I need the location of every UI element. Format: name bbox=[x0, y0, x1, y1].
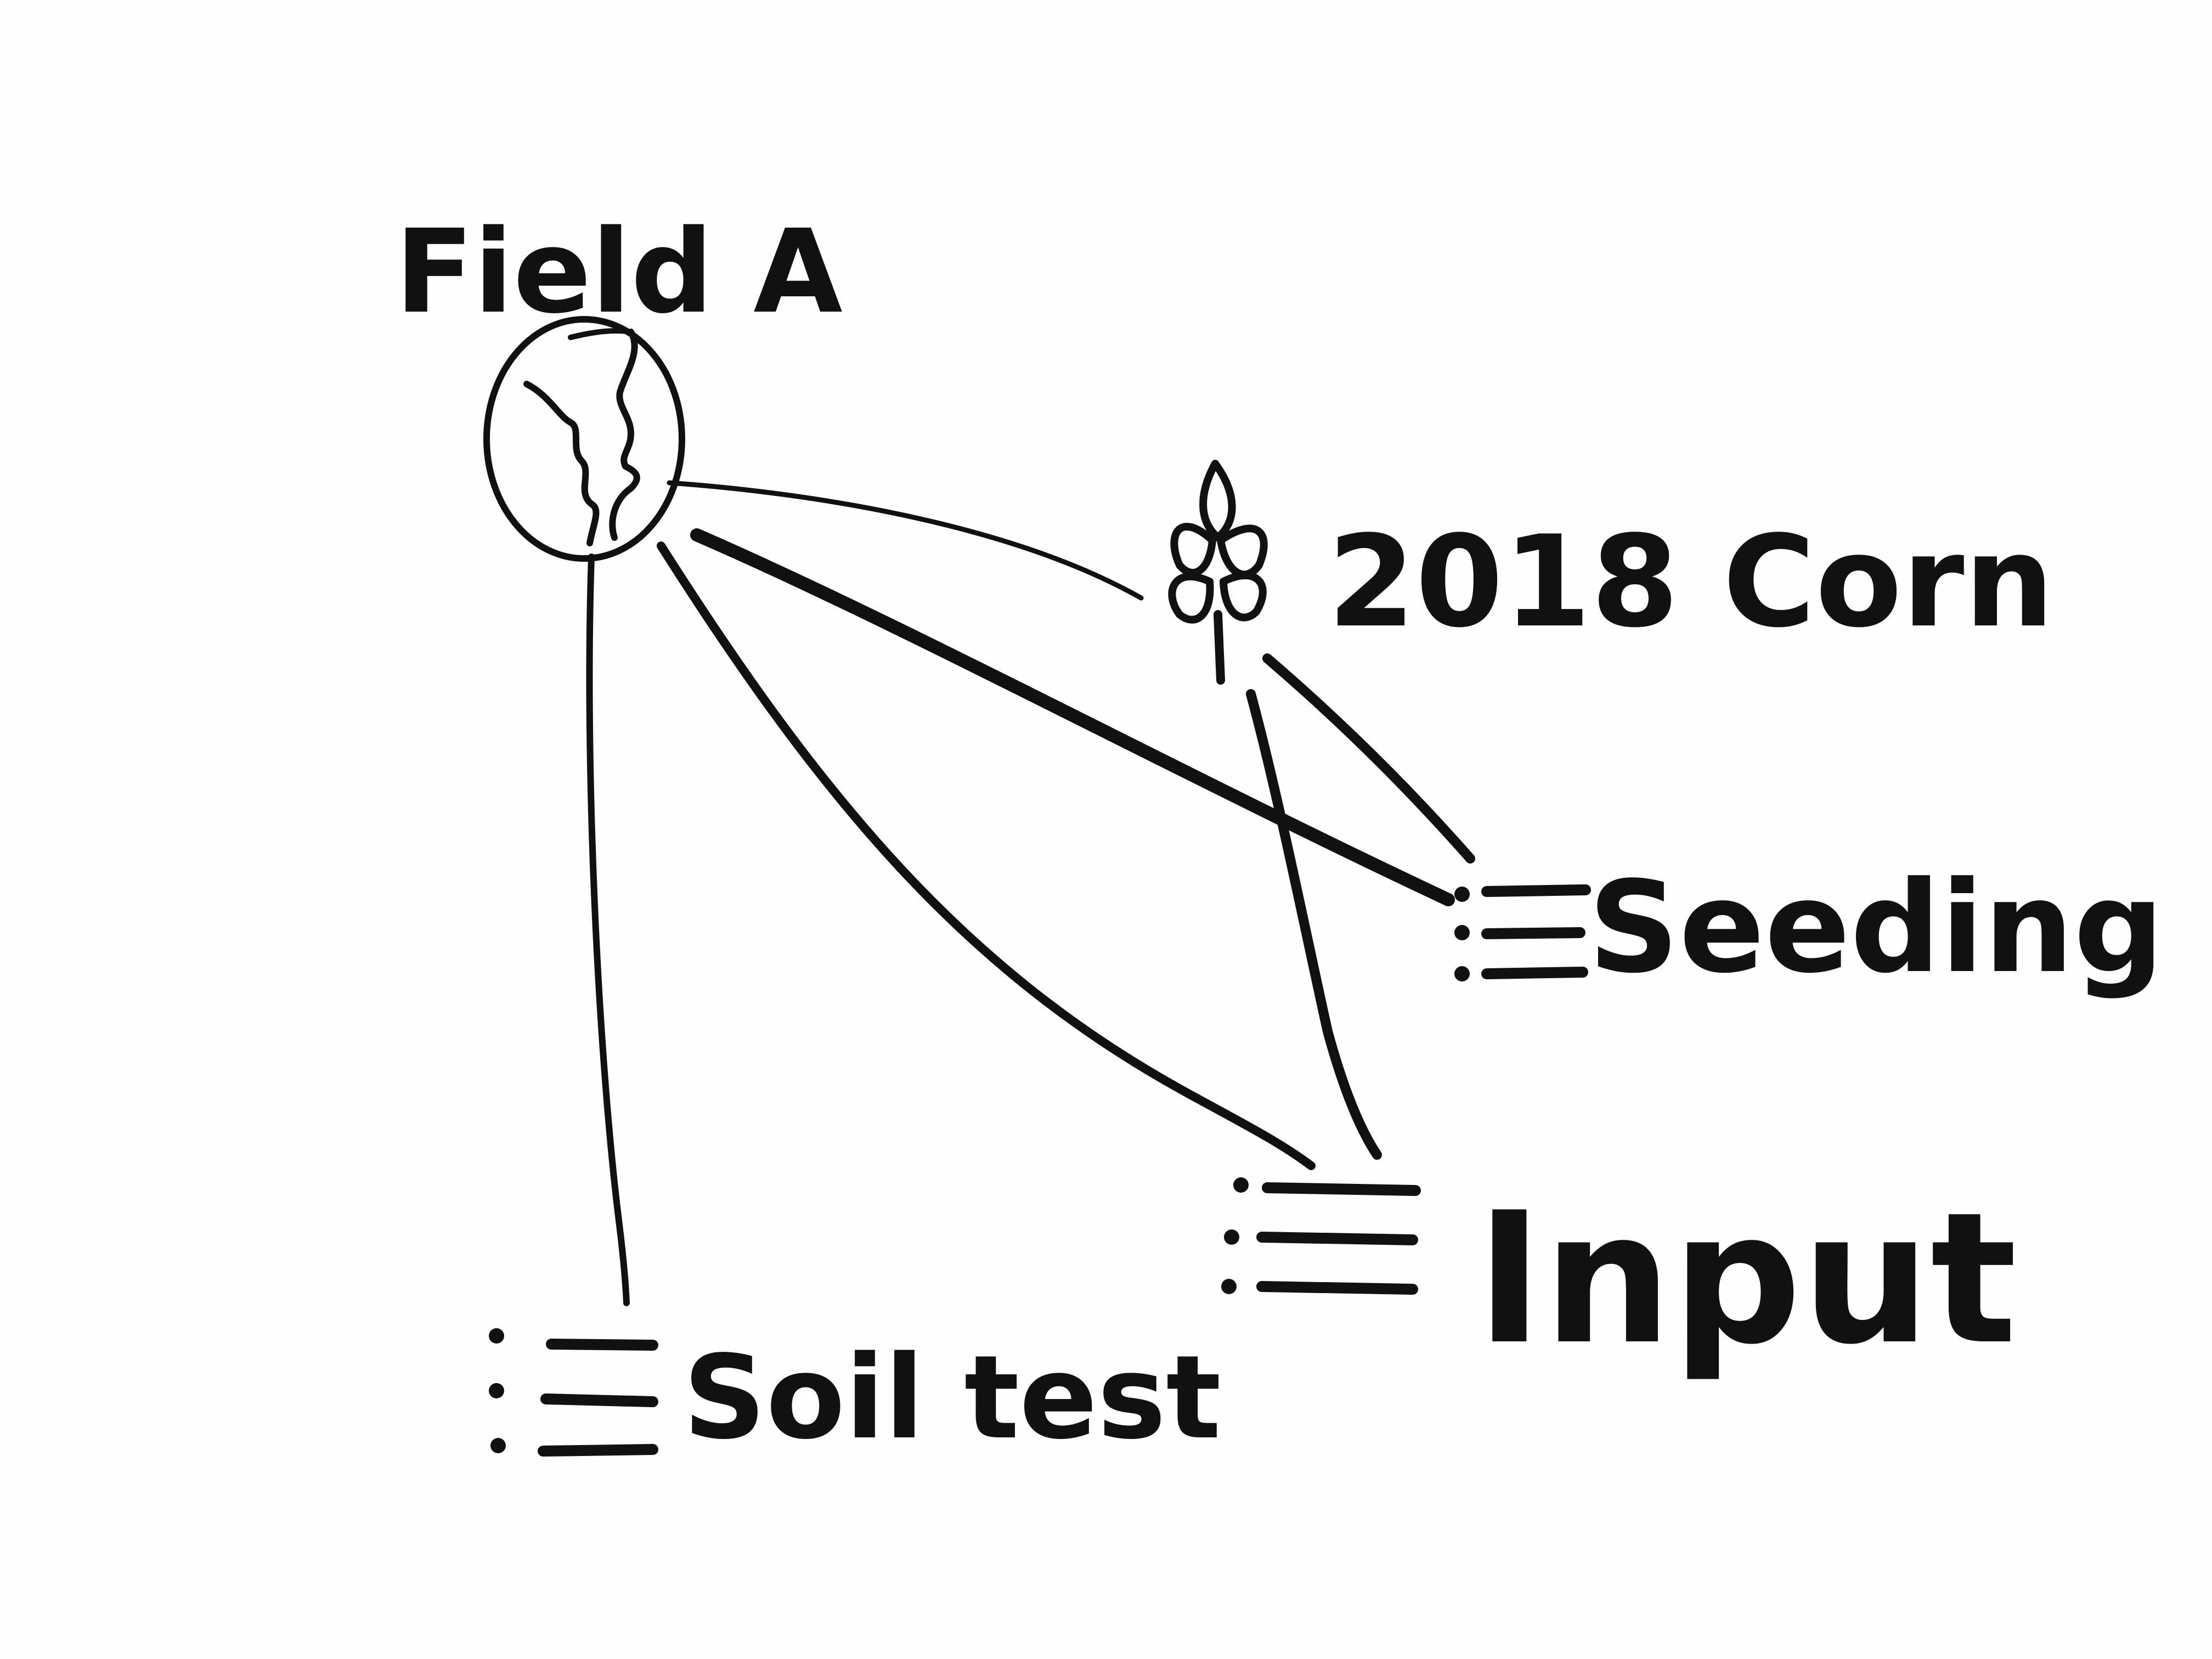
node-2018-corn-label: 2018 Corn bbox=[1328, 509, 2054, 656]
node-seeding-label: Seeding bbox=[1588, 855, 2164, 1001]
edge-field-to-soil-test bbox=[586, 554, 630, 1306]
edge-field-to-input bbox=[657, 541, 1316, 1170]
edge-field-to-crop bbox=[667, 480, 1144, 601]
node-seeding: Seeding bbox=[1454, 855, 2164, 1001]
edge-crop-to-input bbox=[1246, 689, 1382, 1160]
connector-lines bbox=[586, 480, 1475, 1306]
list-icon bbox=[489, 1328, 658, 1457]
node-input-label: Input bbox=[1476, 1173, 2017, 1384]
edge-field-to-seeding bbox=[690, 528, 1455, 906]
list-icon bbox=[1454, 884, 1591, 981]
list-icon bbox=[1221, 1177, 1421, 1295]
node-2018-corn: 2018 Corn bbox=[1168, 460, 2054, 685]
node-field-a: Field A bbox=[395, 205, 843, 562]
node-soil-test-label: Soil test bbox=[683, 1330, 1221, 1465]
node-soil-test: Soil test bbox=[489, 1328, 1221, 1465]
node-input: Input bbox=[1221, 1173, 2017, 1384]
edge-crop-to-seeding bbox=[1262, 653, 1475, 864]
globe-icon bbox=[483, 316, 685, 562]
wheat-icon bbox=[1168, 460, 1268, 685]
node-field-a-label: Field A bbox=[395, 205, 843, 339]
